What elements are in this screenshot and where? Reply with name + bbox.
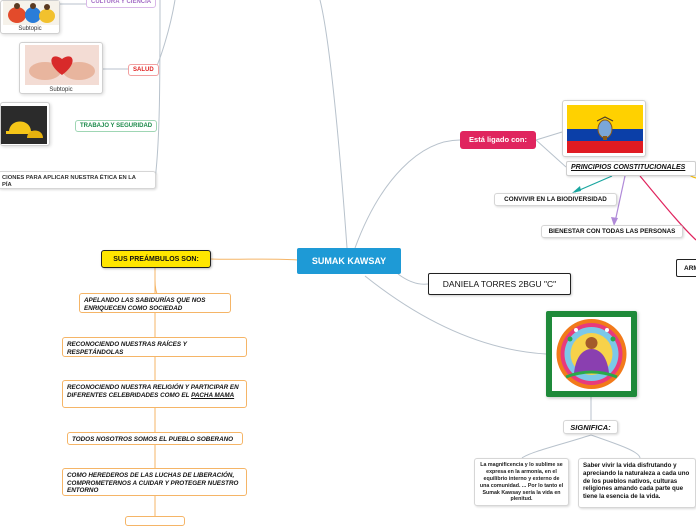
meaning-node[interactable]: SIGNIFICA: [563,420,618,434]
work-safety-label[interactable]: TRABAJO Y SEGURIDAD [75,120,158,132]
preamble-item-cut[interactable] [125,516,185,526]
author-node[interactable]: DANIELA TORRES 2BGU "C" [428,273,571,295]
meaning-text-1[interactable]: La magnificencia y lo sublime se expresa… [474,458,569,506]
folk-dancers-image [3,1,59,25]
subtopic-caption: Subtopic [18,26,42,32]
subtopic-card-health[interactable]: Subtopic [19,42,103,94]
subtopic-card-culture[interactable]: Subtopic [0,0,60,34]
meaning-text-2[interactable]: Saber vivir la vida disfrutando y apreci… [578,458,696,508]
pacha-mama-text: PACHA MAMA [191,391,235,399]
preamble-text: RECONOCIENDO NUESTRA RELIGIÓN Y PARTICIP… [67,384,239,399]
hard-hats-image [1,106,47,144]
central-topic[interactable]: SUMAK KAWSAY [297,248,401,274]
heart-hands-image [25,45,99,85]
preamble-item[interactable]: RECONOCIENDO NUESTRA RELIGIÓN Y PARTICIP… [62,380,247,408]
wellbeing-node[interactable]: BIENESTAR CON TODAS LAS PERSONAS [541,225,683,238]
constitutional-principles-node[interactable]: PRINCIPIOS CONSTITUCIONALES [566,161,696,176]
pachamama-illustration [552,317,631,391]
preamble-item[interactable]: APELANDO LAS SABIDURÍAS QUE NOS ENRIQUEC… [79,293,231,313]
health-label[interactable]: SALUD [128,64,159,76]
preambles-title[interactable]: SUS PREÁMBULOS SON: [101,250,211,268]
subtopic-card-work[interactable] [0,102,50,146]
preamble-item[interactable]: RECONOCIENDO NUESTRAS RAÍCES Y RESPETÁND… [62,337,247,357]
harmony-node[interactable]: ARM [676,259,696,277]
subtopic-caption: Subtopic [49,87,73,93]
preamble-item[interactable]: TODOS NOSOTROS SOMOS EL PUEBLO SOBERANO [67,432,243,445]
linked-with-node[interactable]: Está ligado con: [460,131,536,149]
culture-science-label[interactable]: CULTURA Y CIENCIA [86,0,157,8]
biodiversity-node[interactable]: CONVIVIR EN LA BIODIVERSIDAD [494,193,617,206]
pachamama-image-card[interactable] [546,311,637,397]
ethics-node[interactable]: CIONES PARA APLICAR NUESTRA ÉTICA EN LA … [0,171,156,189]
ecuador-flag-card[interactable] [562,100,646,157]
preamble-item[interactable]: COMO HEREDEROS DE LAS LUCHAS DE LIBERACI… [62,468,247,496]
constitutional-principles-label: PRINCIPIOS CONSTITUCIONALES [571,164,686,171]
ecuador-flag-image [567,105,643,153]
